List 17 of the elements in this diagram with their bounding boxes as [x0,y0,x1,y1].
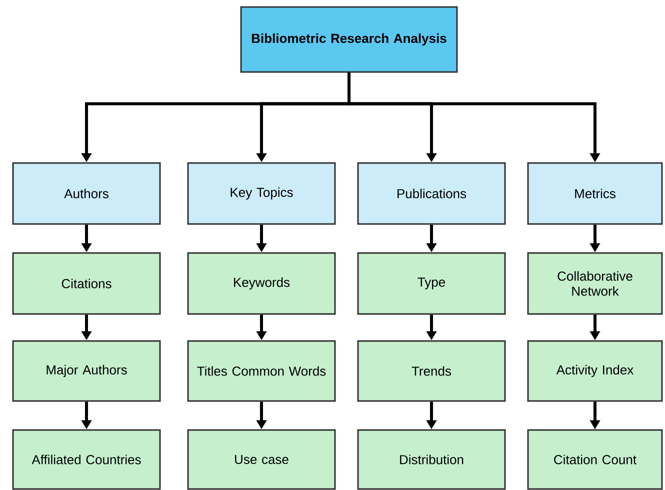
category-box: Key Topics [187,162,336,225]
item-box: Use case [187,429,336,490]
category-box: Authors [12,162,161,225]
item-box: Titles Common Words [187,340,336,402]
category-box: Metrics [527,162,663,225]
item-box: Major Authors [12,340,161,402]
item-box: Keywords [187,252,336,315]
item-box: Citation Count [527,429,663,490]
item-box: Citations [12,252,161,315]
item-box: Trends [357,340,506,402]
item-box: Distribution [357,429,506,490]
title-box: Bibliometric Research Analysis [240,6,458,73]
item-box: Activity Index [527,340,663,402]
item-box: Affiliated Countries [12,429,161,490]
item-box: Type [357,252,506,315]
category-box: Publications [357,162,506,225]
item-box: Collaborative Network [527,252,663,315]
